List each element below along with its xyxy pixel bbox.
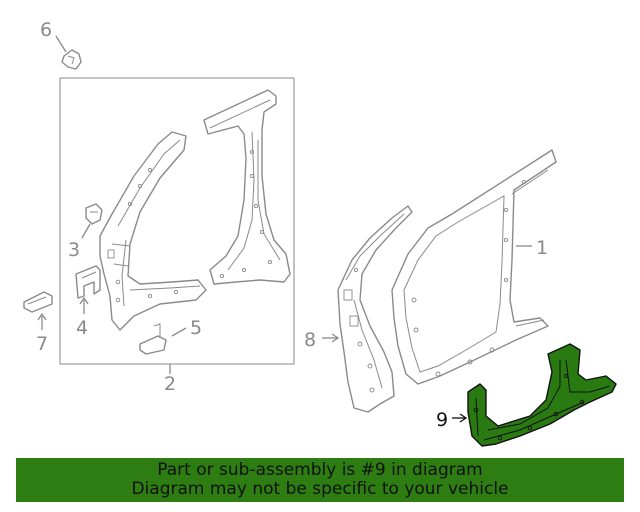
callout-5: 5: [190, 317, 202, 339]
inner-pillar-assembly: [99, 131, 207, 331]
part-8-reinforcement: [337, 205, 413, 413]
callout-4: 4: [76, 317, 88, 339]
callout-8: 8: [304, 329, 316, 351]
part-7-bracket: [23, 291, 53, 313]
banner-line-2: Diagram may not be specific to your vehi…: [131, 479, 509, 499]
callout-6: 6: [40, 19, 52, 41]
leader-3: [81, 223, 91, 239]
assembly-2-group-box: [59, 77, 295, 365]
part-9-rocker-sill-highlighted: [467, 343, 617, 447]
leader-6: [55, 35, 67, 53]
callout-7: 7: [36, 333, 48, 355]
part-5-bracket: [139, 323, 167, 355]
inner-b-pillar: [203, 89, 291, 285]
callout-2: 2: [164, 373, 176, 395]
callout-9: 9: [436, 409, 448, 431]
info-banner: Part or sub-assembly is #9 in diagram Di…: [16, 458, 624, 502]
part-6-clip: [61, 49, 82, 70]
part-3-clip: [85, 203, 103, 225]
part-1-outer-panel: [391, 149, 557, 385]
callout-3: 3: [68, 239, 80, 261]
part-4-bracket: [75, 265, 101, 299]
leader-5: [171, 327, 187, 337]
callout-1: 1: [536, 237, 548, 259]
banner-line-1: Part or sub-assembly is #9 in diagram: [157, 460, 483, 480]
